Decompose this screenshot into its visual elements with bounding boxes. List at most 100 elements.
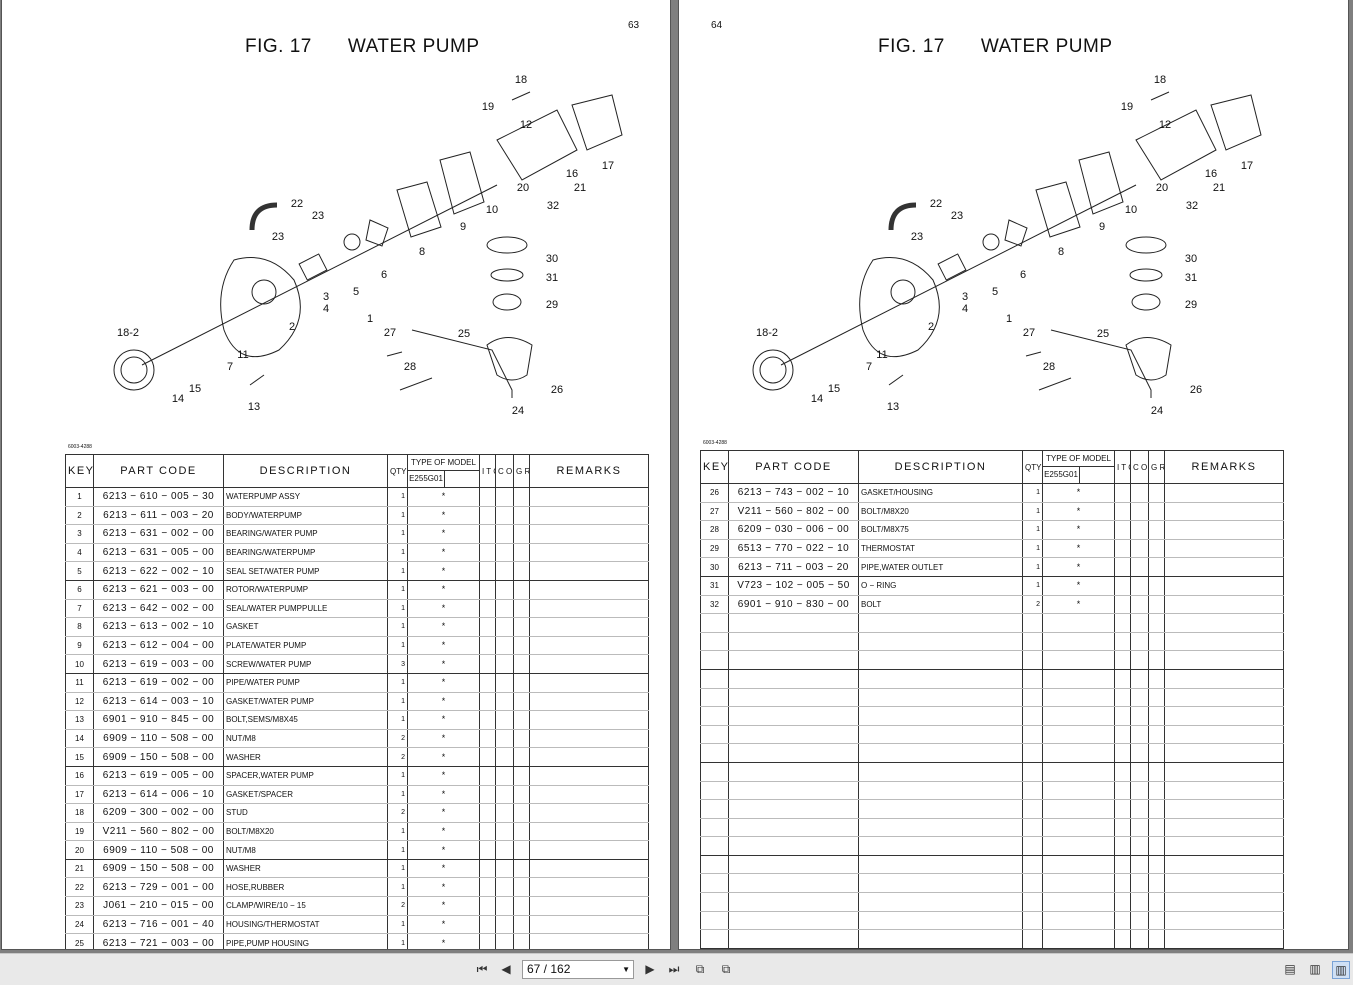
cell-grp — [513, 747, 530, 767]
cell-col — [495, 617, 514, 637]
header-qty: QTY — [1022, 450, 1043, 484]
cell-qty: 1 — [387, 822, 408, 842]
cell-description — [858, 669, 1023, 689]
cell-description: CLAMP/WIRE/10 − 15 — [223, 896, 388, 916]
cell-qty: 1 — [387, 506, 408, 526]
cell-part-code — [728, 613, 859, 633]
cell-remarks — [529, 673, 649, 693]
page-number: 64 — [711, 20, 723, 31]
cell-part-code: 6213 − 631 − 005 − 00 — [93, 543, 224, 563]
cell-itc — [479, 877, 496, 898]
prev-page-icon[interactable]: ◀ — [501, 962, 511, 976]
cell-grp — [513, 561, 530, 581]
pump-port — [890, 279, 916, 305]
cell-remarks — [529, 933, 649, 949]
model-label: E255G01 — [409, 470, 445, 487]
cell-remarks — [1164, 855, 1284, 875]
two-page-icon[interactable]: ▥ — [1332, 961, 1350, 979]
cell-key: 23 — [65, 896, 94, 916]
callout-label: 21 — [1213, 182, 1225, 194]
callout-label: 23 — [272, 231, 284, 243]
cell-key: 2 — [65, 506, 94, 526]
cell-itc — [1114, 725, 1131, 745]
cell-itc — [1114, 855, 1131, 875]
continuous-icon[interactable]: ▥ — [1309, 962, 1321, 976]
cell-key: 28 — [700, 520, 729, 540]
cell-model-mark — [1042, 613, 1115, 633]
bearing — [298, 253, 328, 281]
cell-description: WASHER — [223, 747, 388, 767]
cell-model-mark: * — [407, 580, 480, 600]
cell-part-code — [728, 706, 859, 726]
cell-model-mark: * — [1042, 483, 1115, 503]
cell-col — [1130, 706, 1149, 726]
cell-remarks — [1164, 743, 1284, 763]
cell-description: PLATE/WATER PUMP — [223, 636, 388, 656]
cell-model-mark: * — [407, 933, 480, 949]
pump-housing-pipe — [1050, 329, 1152, 398]
next-page-icon[interactable]: ▶ — [645, 962, 655, 976]
bearing — [937, 253, 967, 281]
page-select[interactable]: 67 / 162 ▼ — [522, 960, 634, 979]
cell-grp — [513, 506, 530, 526]
single-page-icon[interactable]: ▤ — [1284, 962, 1296, 976]
cell-col — [495, 803, 514, 823]
pulley-hub — [759, 356, 787, 384]
cell-part-code: 6213 − 621 − 003 − 00 — [93, 580, 224, 600]
cell-model-mark — [1042, 911, 1115, 931]
cell-part-code: 6213 − 612 − 004 − 00 — [93, 636, 224, 656]
cell-col — [495, 747, 514, 767]
cell-grp — [513, 487, 530, 507]
cell-part-code: 6213 − 716 − 001 − 40 — [93, 915, 224, 935]
cell-key: 24 — [65, 915, 94, 935]
cell-grp — [513, 729, 530, 749]
cell-model-mark: * — [407, 859, 480, 879]
cell-part-code — [728, 725, 859, 745]
cell-part-code: V723 − 102 − 005 − 50 — [728, 576, 859, 596]
back-view-icon[interactable]: ⧉ — [695, 961, 705, 976]
cell-grp — [1148, 781, 1165, 801]
callout-label: 23 — [312, 210, 324, 222]
cell-part-code — [728, 836, 859, 856]
callout-label: 4 — [962, 303, 968, 315]
cell-remarks — [529, 915, 649, 935]
cell-model-mark: * — [1042, 576, 1115, 596]
cell-col — [495, 524, 514, 544]
cell-itc — [479, 580, 496, 600]
figure-number: FIG. 17 — [878, 36, 945, 57]
cell-part-code: J061 − 210 − 015 − 00 — [93, 896, 224, 916]
table-row — [700, 836, 1284, 856]
callout-label: 24 — [1151, 405, 1163, 417]
cell-remarks — [1164, 873, 1284, 894]
cell-qty: 2 — [387, 747, 408, 767]
cell-qty — [1022, 743, 1043, 763]
bolt — [399, 377, 433, 391]
seal — [982, 233, 1000, 251]
cell-itc — [479, 822, 496, 842]
cell-grp — [1148, 539, 1165, 559]
cell-key: 20 — [65, 840, 94, 860]
cell-grp — [513, 524, 530, 544]
cell-qty — [1022, 818, 1043, 838]
forward-view-icon[interactable]: ⧉ — [721, 961, 731, 976]
callout-label: 7 — [227, 361, 233, 373]
cell-part-code: 6209 − 300 − 002 − 00 — [93, 803, 224, 823]
cell-key: 13 — [65, 710, 94, 730]
bolt — [1038, 377, 1072, 391]
callout-label: 10 — [486, 204, 498, 216]
cell-col — [1130, 855, 1149, 875]
cell-itc — [479, 896, 496, 916]
cell-part-code: V211 − 560 − 802 − 00 — [728, 502, 859, 522]
cell-description — [858, 799, 1023, 819]
plate — [439, 151, 485, 215]
last-page-icon[interactable]: ⏭ — [668, 961, 680, 976]
first-page-icon[interactable]: ⏮ — [476, 961, 488, 976]
doc-code: 6003-4288 — [68, 444, 92, 450]
callout-label: 8 — [419, 246, 425, 258]
cell-part-code: 6901 − 910 − 830 − 00 — [728, 595, 859, 615]
cell-qty — [1022, 650, 1043, 670]
